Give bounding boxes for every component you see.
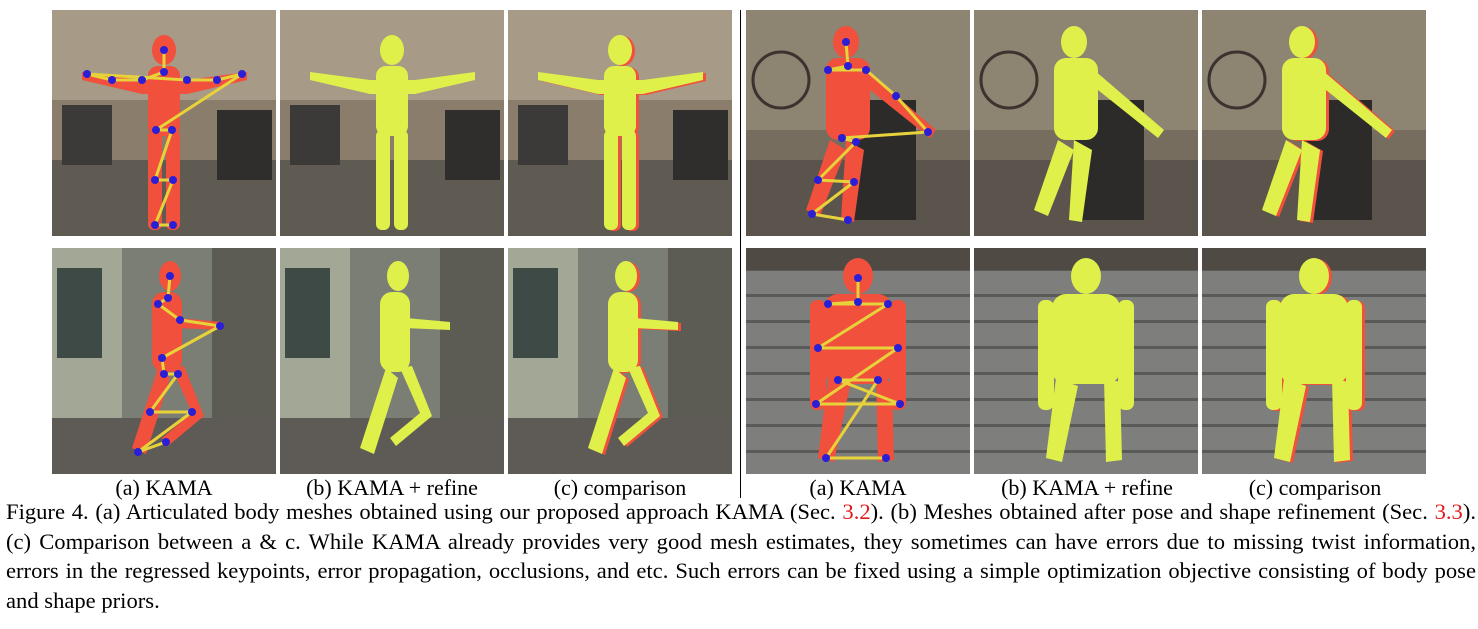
section-link-3-3[interactable]: 3.3 — [1434, 499, 1463, 524]
sublabel-left-a: (a) KAMA — [115, 475, 213, 500]
panel-image — [508, 248, 732, 474]
panel-right-row1-kama — [746, 10, 970, 236]
panel-left-row1-refine — [280, 10, 504, 236]
panel-left-row2-refine — [280, 248, 504, 474]
panel-image — [974, 10, 1198, 236]
caption-suffix: ). (c) Comparison between a & c. While K… — [6, 499, 1477, 613]
panel-right-row2-kama — [746, 248, 970, 474]
panel-left-row1-kama — [52, 10, 276, 236]
panel-right-row2-comparison — [1202, 248, 1426, 474]
panel-right-row1-refine — [974, 10, 1198, 236]
panel-image — [746, 248, 970, 474]
panel-image — [280, 10, 504, 236]
panel-image — [508, 10, 732, 236]
panel-image — [1202, 10, 1426, 236]
group-divider — [740, 10, 741, 498]
panel-image — [974, 248, 1198, 474]
sublabel-right-a: (a) KAMA — [809, 475, 907, 500]
panel-image — [1202, 248, 1426, 474]
panel-right-row1-comparison — [1202, 10, 1426, 236]
panel-right-row2-refine — [974, 248, 1198, 474]
sublabel-right-c: (c) comparison — [1248, 475, 1382, 500]
panel-left-row2-kama — [52, 248, 276, 474]
sublabel-left-b: (b) KAMA + refine — [306, 475, 478, 500]
caption-middle: ). (b) Meshes obtained after pose and sh… — [870, 499, 1435, 524]
caption-prefix: Figure 4. (a) Articulated body meshes ob… — [6, 499, 843, 524]
panel-left-row2-comparison — [508, 248, 732, 474]
panel-image — [746, 10, 970, 236]
figure-caption: Figure 4. (a) Articulated body meshes ob… — [6, 497, 1476, 615]
panel-image — [280, 248, 504, 474]
panel-left-row1-comparison — [508, 10, 732, 236]
panel-image — [52, 10, 276, 236]
section-link-3-2[interactable]: 3.2 — [842, 499, 871, 524]
sublabel-right-b: (b) KAMA + refine — [1001, 475, 1173, 500]
panel-image — [52, 248, 276, 474]
sublabel-left-c: (c) comparison — [553, 475, 687, 500]
